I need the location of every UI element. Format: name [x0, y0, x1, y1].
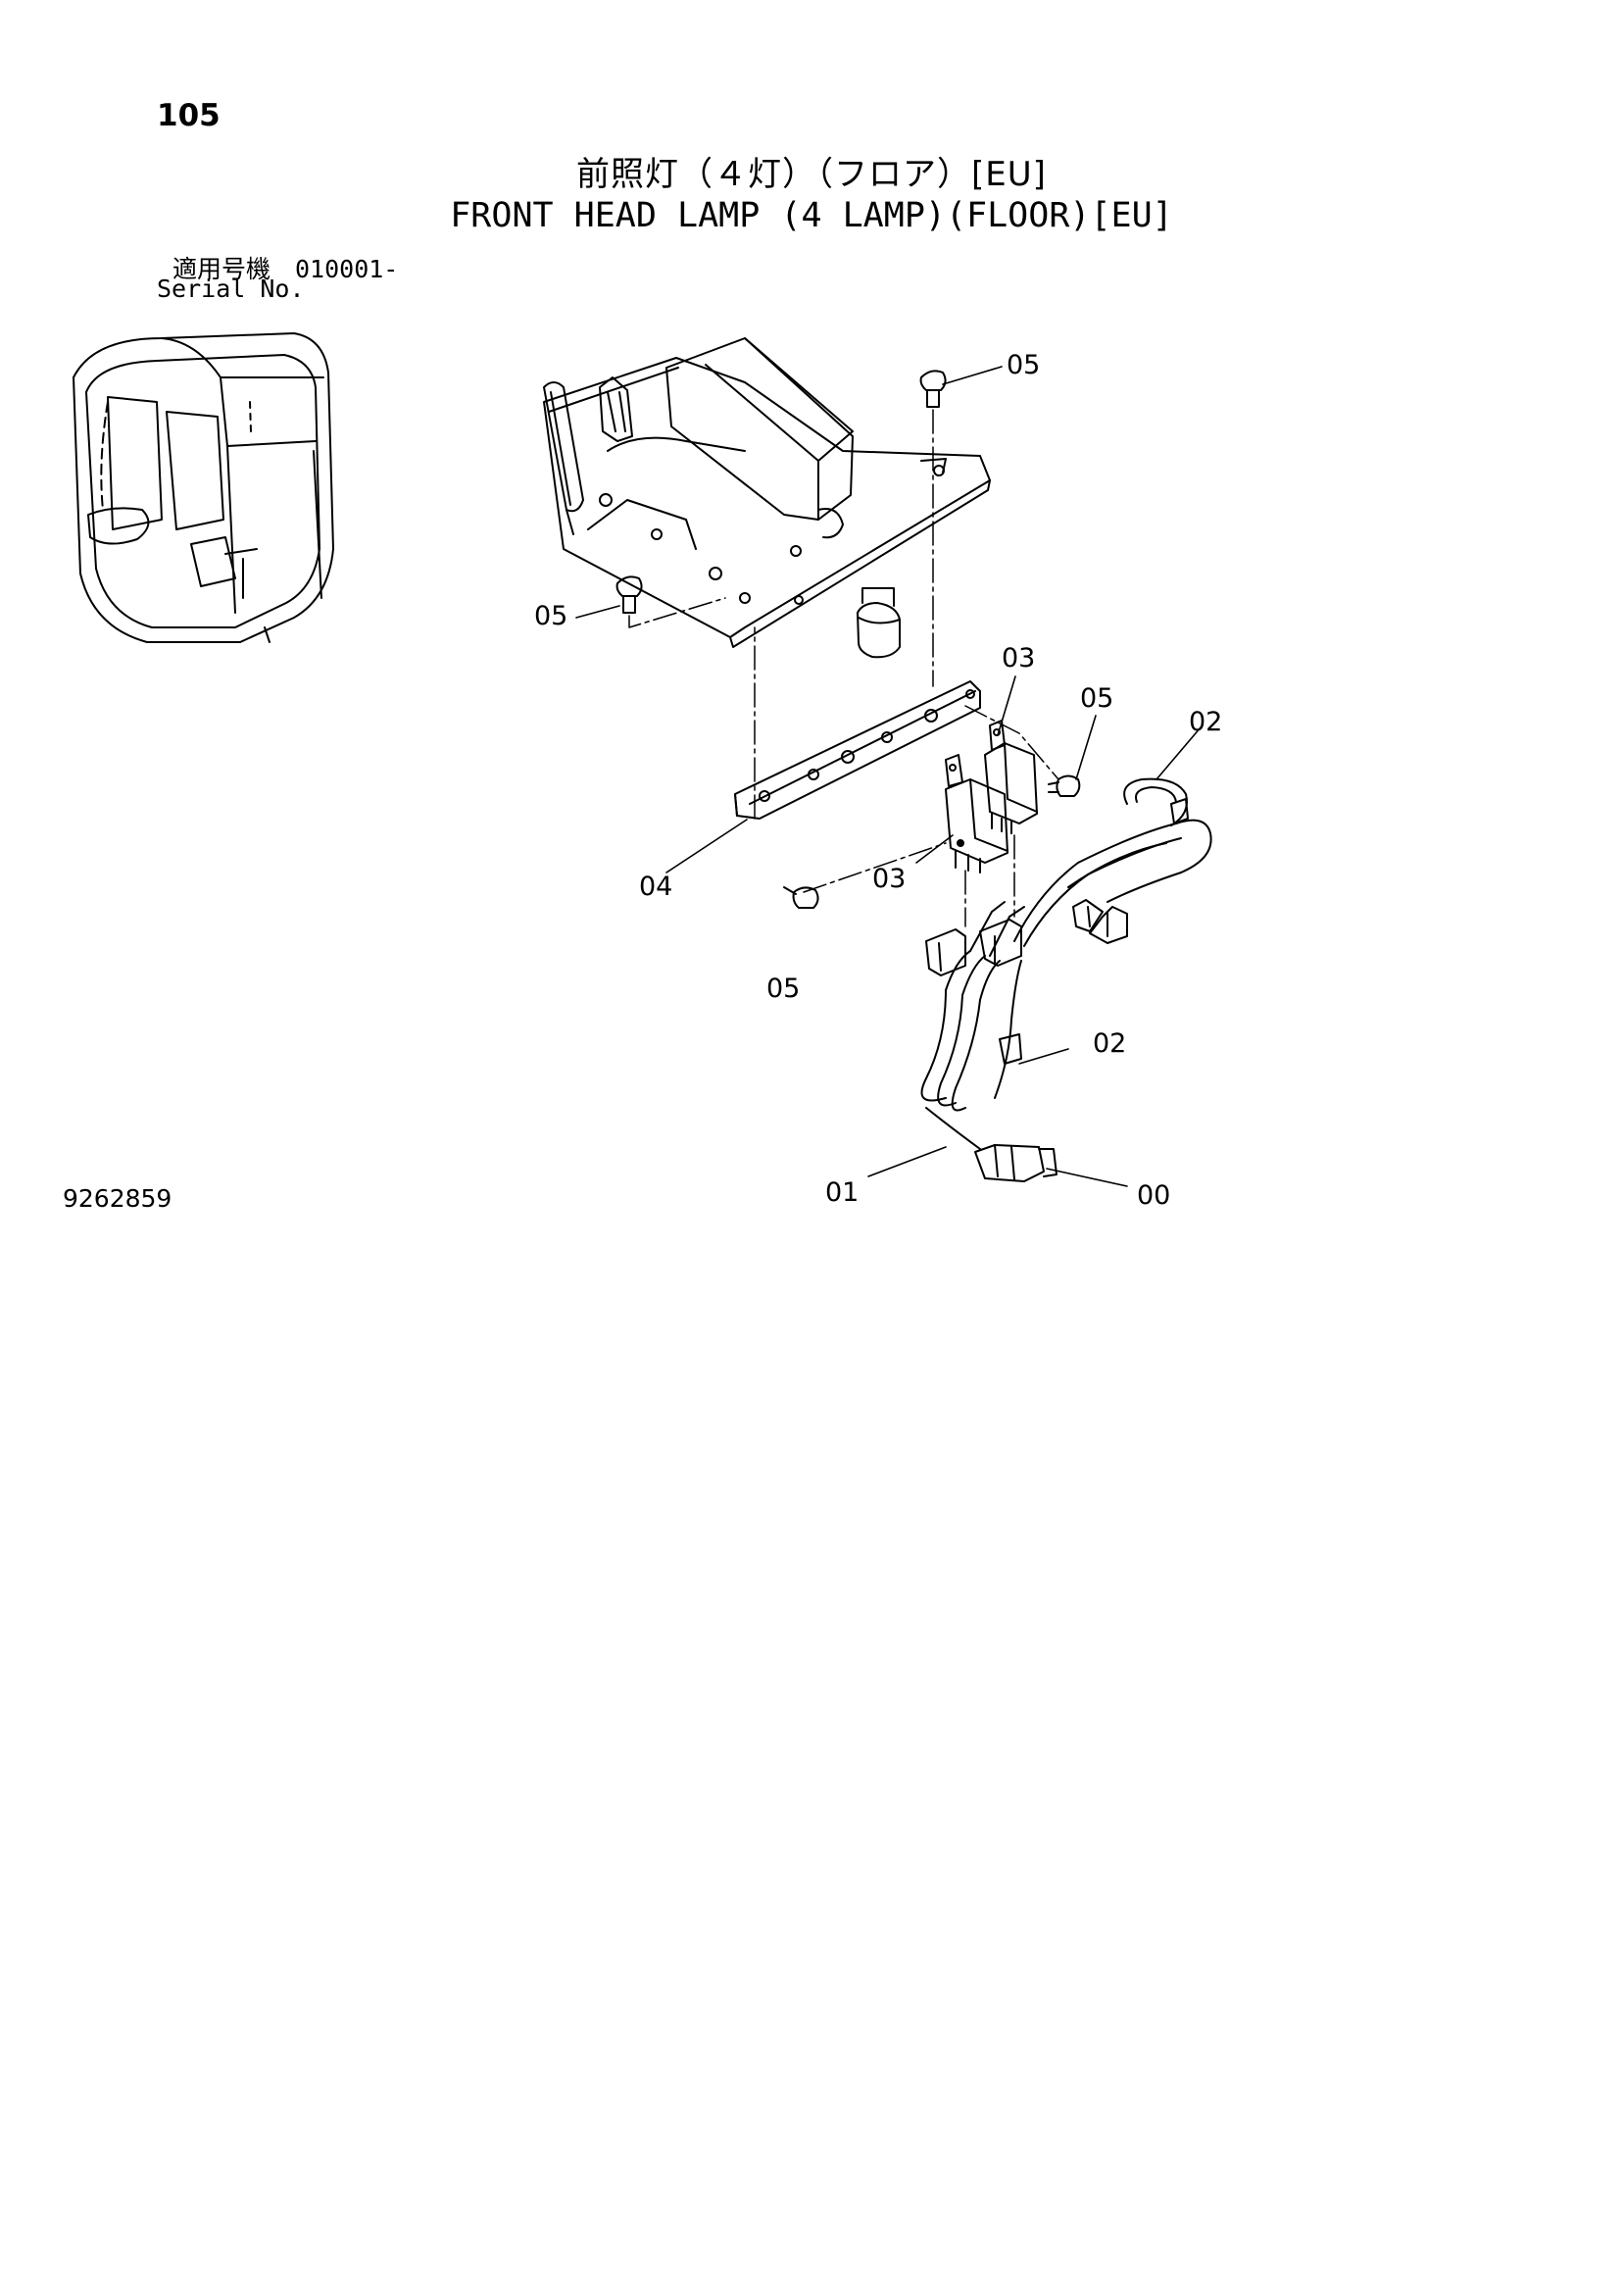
callout-05-top: 05: [1007, 350, 1040, 380]
callout-leaders: [575, 366, 1202, 1187]
callout-05-bottom: 05: [766, 973, 800, 1004]
wiring-harness: [920, 777, 1212, 1182]
callout-05-right: 05: [1080, 683, 1113, 714]
callout-01: 01: [825, 1177, 859, 1208]
relay-03-lower: [945, 754, 1008, 873]
callout-03-top: 03: [1002, 643, 1035, 674]
floor-rail: [543, 381, 584, 535]
assembly-lines: [628, 409, 1059, 927]
bolt-05-left: [615, 575, 643, 614]
callout-03-mid: 03: [872, 864, 906, 894]
callout-05-left: 05: [534, 601, 567, 631]
relay-03-upper: [984, 720, 1038, 834]
callout-02-mid: 02: [1093, 1028, 1126, 1059]
callout-04: 04: [639, 872, 672, 902]
control-box: [599, 337, 854, 539]
relay-bracket: [734, 680, 981, 820]
serial-label-english: Serial No.: [157, 275, 305, 303]
callout-labels: 05 05 03 05 02 04 03 05 02 01 00: [534, 350, 1222, 1211]
bolt-05-top: [919, 370, 947, 408]
floor-bolt-boss: [857, 587, 901, 659]
title-english: FRONT HEAD LAMP (4 LAMP)(FLOOR)[EU]: [450, 196, 1173, 235]
cab-locator-illustration: [73, 332, 334, 643]
figure-number: 9262859: [63, 1184, 172, 1213]
callout-02-top: 02: [1189, 707, 1222, 737]
title-japanese: 前照灯（４灯）（フロア）[EU]: [576, 155, 1047, 194]
serial-label-japanese: 適用号機 010001-: [172, 255, 399, 283]
callout-00: 00: [1137, 1180, 1170, 1211]
bolt-05-right: [1048, 774, 1081, 797]
page-number: 105: [157, 98, 221, 133]
bolt-05-bottom: [783, 886, 819, 909]
